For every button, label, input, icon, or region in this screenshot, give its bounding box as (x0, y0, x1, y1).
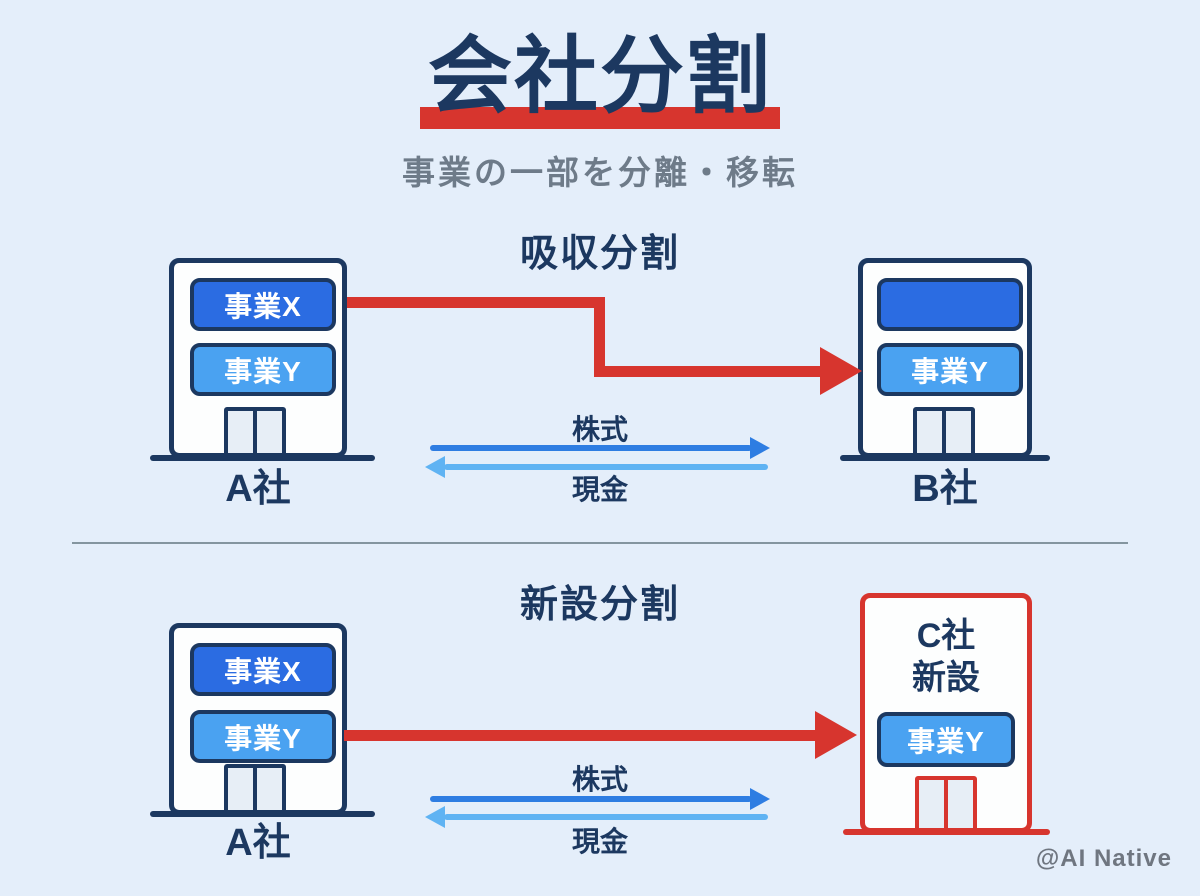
arrow-head-icon (750, 788, 770, 810)
door-panel (917, 411, 942, 453)
company-a-label: A社 (225, 822, 291, 864)
stock-label: 株式 (571, 764, 628, 795)
door-panel (228, 768, 253, 810)
section-heading-incorporation: 新設分割 (519, 584, 680, 626)
business-unit-y: 事業Y (190, 710, 336, 763)
subtitle: 事業の一部を分離・移転 (402, 154, 798, 191)
arrow-head-icon (750, 437, 770, 459)
door-panel (919, 780, 944, 828)
door-panel (257, 768, 282, 810)
company-a-label: A社 (225, 468, 291, 510)
door-icon (915, 776, 977, 828)
company-a-building: 事業X 事業Y (169, 623, 347, 815)
business-unit-y: 事業Y (877, 343, 1023, 396)
arrow-head-icon (425, 456, 445, 478)
page-title: 会社分割 (419, 29, 781, 129)
company-c-name-line2: 新設 (912, 659, 980, 697)
ground-line (840, 455, 1050, 461)
door-icon (913, 407, 975, 453)
door-panel (948, 780, 973, 828)
arrow-segment (347, 297, 605, 308)
cash-label: 現金 (571, 474, 628, 505)
company-b-building: 事業Y (858, 258, 1032, 458)
company-c-building: C社 新設 事業Y (860, 593, 1032, 833)
credit: @AI Native (1035, 845, 1172, 872)
arrow-line (444, 814, 768, 820)
arrow-head-icon (820, 347, 862, 395)
door-panel (946, 411, 971, 453)
section-heading-absorption: 吸収分割 (519, 233, 680, 275)
business-unit-x: 事業X (190, 643, 336, 696)
empty-business-unit (877, 278, 1023, 331)
business-unit-y: 事業Y (877, 712, 1015, 767)
company-c-name-line1: C社 (916, 617, 976, 655)
arrow-segment (594, 297, 605, 377)
door-icon (224, 764, 286, 810)
arrow-line (430, 796, 752, 802)
company-b-label: B社 (912, 468, 978, 510)
cash-label: 現金 (571, 826, 628, 857)
section-divider (72, 542, 1128, 544)
business-unit-x: 事業X (190, 278, 336, 331)
door-panel (257, 411, 282, 453)
arrow-line (444, 464, 768, 470)
arrow-head-icon (815, 711, 857, 759)
arrow-line (430, 445, 752, 451)
arrow-segment (594, 366, 822, 377)
door-panel (228, 411, 253, 453)
company-a-building: 事業X 事業Y (169, 258, 347, 458)
business-unit-y: 事業Y (190, 343, 336, 396)
company-c-name: C社 新設 (865, 615, 1027, 699)
door-icon (224, 407, 286, 453)
header: 会社分割 (0, 28, 1200, 129)
ground-line (150, 455, 375, 461)
arrow-segment (344, 730, 817, 741)
stock-label: 株式 (571, 414, 628, 445)
arrow-head-icon (425, 806, 445, 828)
